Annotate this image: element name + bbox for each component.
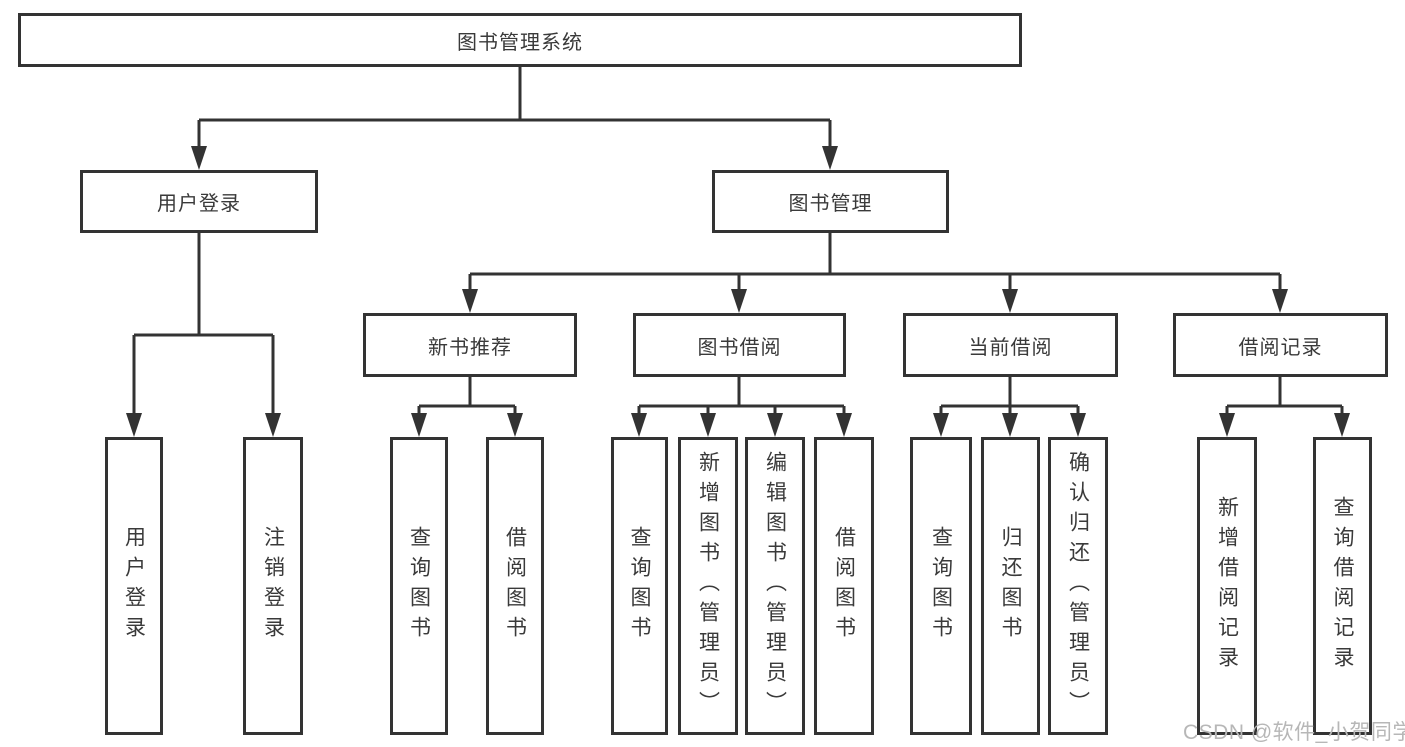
node-label: 编辑图书（管理员） — [763, 451, 787, 721]
node-label: 借阅记录 — [1238, 336, 1323, 359]
node-label: 查询图书 — [628, 526, 651, 646]
node-label: 借阅图书 — [503, 526, 527, 646]
node-book-borrow: 图书借阅 — [633, 313, 846, 377]
leaf-return-books: 归还图书 — [981, 437, 1040, 735]
node-label: 图书借阅 — [697, 336, 782, 359]
node-label: 查询借阅记录 — [1331, 496, 1354, 676]
leaf-add-books-admin: 新增图书（管理员） — [678, 437, 738, 735]
node-label: 注销登录 — [261, 526, 285, 646]
leaf-borrow-books-recommend: 借阅图书 — [486, 437, 544, 735]
node-label: 图书管理 — [788, 193, 873, 215]
edge-lines — [132, 67, 1344, 415]
leaf-logout: 注销登录 — [243, 437, 303, 735]
node-library-management-system: 图书管理系统 — [18, 13, 1022, 67]
node-borrow-records: 借阅记录 — [1173, 313, 1388, 377]
leaf-edit-books-admin: 编辑图书（管理员） — [745, 437, 805, 735]
node-label: 确认归还（管理员） — [1066, 451, 1090, 721]
leaf-query-books-recommend: 查询图书 — [390, 437, 448, 735]
edge-arrowheads — [126, 146, 1350, 437]
node-label: 新书推荐 — [428, 336, 512, 359]
leaf-confirm-return-admin: 确认归还（管理员） — [1048, 437, 1108, 735]
node-label: 借阅图书 — [832, 526, 856, 646]
node-label: 新增借阅记录 — [1215, 496, 1239, 676]
node-label: 查询图书 — [929, 526, 953, 646]
node-user-login: 用户登录 — [80, 170, 318, 233]
node-label: 用户登录 — [157, 193, 241, 215]
leaf-query-books-current: 查询图书 — [910, 437, 972, 735]
node-new-book-recommend: 新书推荐 — [363, 313, 577, 377]
csdn-watermark: CSDN @软件_小贺同学 — [1183, 721, 1405, 744]
node-label: 归还图书 — [999, 526, 1022, 646]
node-book-management: 图书管理 — [712, 170, 949, 233]
node-label: 新增图书（管理员） — [696, 451, 720, 721]
leaf-borrow-books: 借阅图书 — [814, 437, 874, 735]
leaf-user-login: 用户登录 — [105, 437, 163, 735]
node-current-borrow: 当前借阅 — [903, 313, 1118, 377]
node-label: 当前借阅 — [968, 336, 1053, 359]
leaf-query-borrow-record: 查询借阅记录 — [1313, 437, 1372, 735]
leaf-query-books-borrow: 查询图书 — [611, 437, 668, 735]
node-label: 用户登录 — [122, 526, 146, 646]
leaf-add-borrow-record: 新增借阅记录 — [1197, 437, 1257, 735]
node-label: 图书管理系统 — [457, 31, 583, 54]
node-label: 查询图书 — [407, 526, 431, 646]
